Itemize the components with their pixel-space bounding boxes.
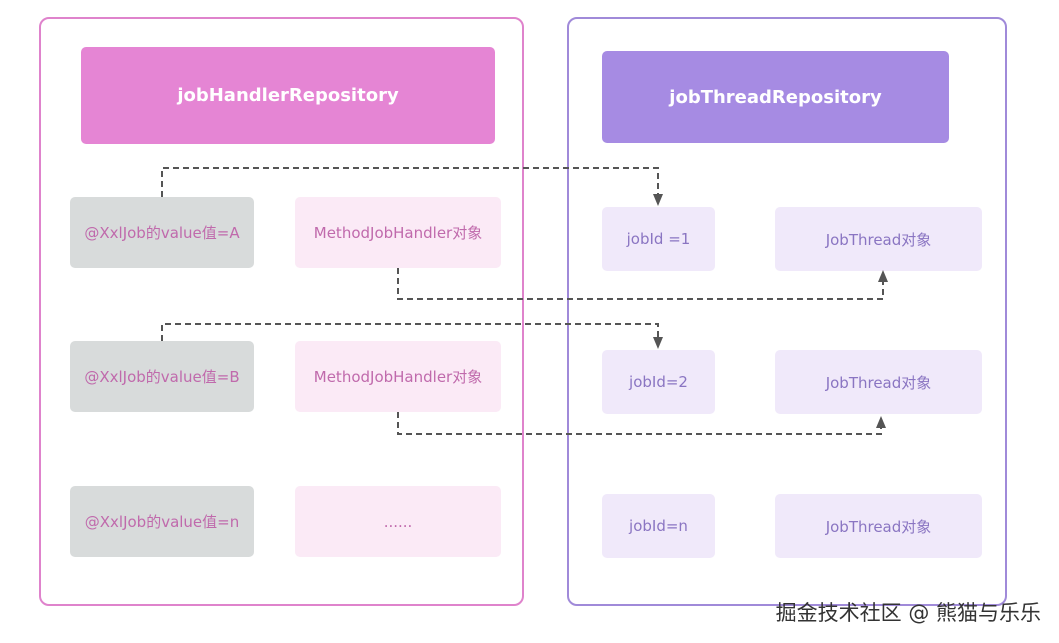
- handler-key-box-b: @XxlJob的value值=B: [70, 341, 254, 412]
- handler-key-box-a: @XxlJob的value值=A: [70, 197, 254, 268]
- watermark-text: 掘金技术社区 @ 熊猫与乐乐: [775, 601, 1041, 625]
- job-id-box-1: jobId =1: [602, 207, 715, 271]
- job-handler-repository-title: jobHandlerRepository: [81, 47, 495, 144]
- handler-key-box-n: @XxlJob的value值=n: [70, 486, 254, 557]
- job-thread-repository-title: jobThreadRepository: [602, 51, 949, 143]
- handler-object-box-a: MethodJobHandler对象: [295, 197, 501, 268]
- job-thread-box-n: JobThread对象: [775, 494, 982, 558]
- job-id-box-n: jobId=n: [602, 494, 715, 558]
- job-thread-box-2: JobThread对象: [775, 350, 982, 414]
- job-id-box-2: jobId=2: [602, 350, 715, 414]
- handler-object-box-n: ......: [295, 486, 501, 557]
- job-thread-box-1: JobThread对象: [775, 207, 982, 271]
- handler-object-box-b: MethodJobHandler对象: [295, 341, 501, 412]
